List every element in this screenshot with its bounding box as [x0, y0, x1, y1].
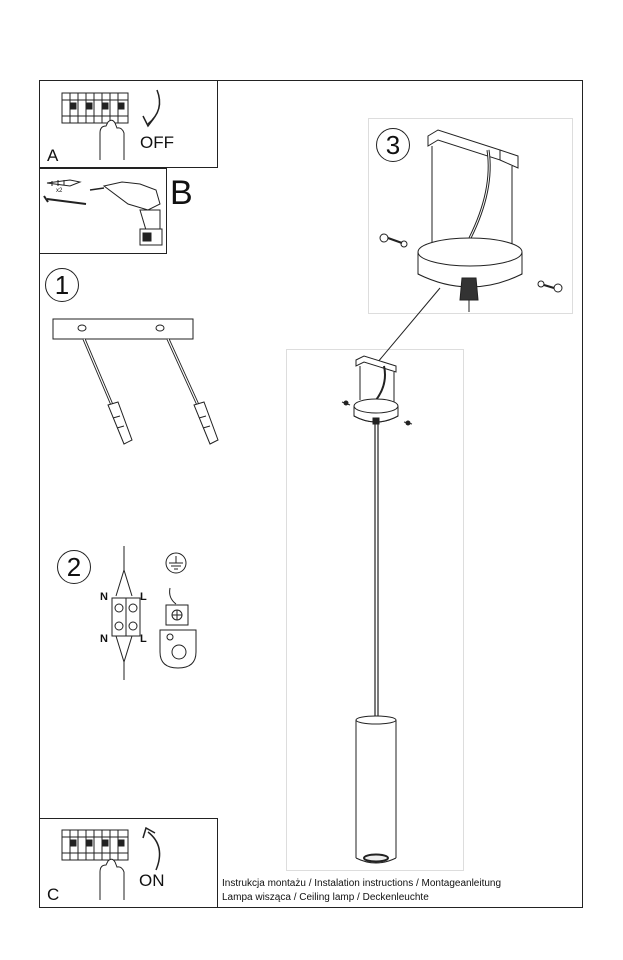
neutral-label-top: N [100, 591, 108, 603]
mounting-bracket-icon [52, 318, 194, 340]
terminal-block-icon [111, 546, 141, 680]
wall-plug-icon [46, 179, 82, 187]
hand-icon-c [99, 858, 125, 900]
canopy-bracket-detail [417, 129, 523, 312]
instructions-caption-line-2: Lampa wisząca / Ceiling lamp / Deckenleu… [222, 892, 429, 903]
canopy-screw-left [379, 233, 408, 248]
hand-icon [99, 119, 125, 160]
lamp-drawing-area [286, 349, 464, 871]
step-b-letter: B [170, 174, 193, 212]
live-label-top: L [140, 591, 147, 603]
drill-icon [89, 181, 163, 246]
screw-and-plug-left [82, 338, 133, 445]
canopy-screw-right [537, 280, 563, 293]
wall-plug-quantity: x2 [56, 188, 63, 194]
instructions-caption-line-1: Instrukcja montażu / Instalation instruc… [222, 878, 502, 889]
bracket-hole-left [77, 324, 87, 332]
fuse-box-icon-c [61, 829, 129, 861]
step-c-on-label: ON [139, 871, 165, 890]
ground-terminal-icon [159, 587, 197, 669]
bracket-hole-right [155, 324, 165, 332]
canopy-small [341, 398, 413, 426]
ground-symbol-icon [165, 552, 187, 574]
step-3-number: 3 [376, 128, 410, 162]
up-arrow-icon [147, 831, 161, 871]
fuse-box-icon [61, 92, 129, 124]
screw-and-plug-right [166, 338, 219, 445]
step-2-number: 2 [57, 550, 91, 584]
suspension-cable [374, 424, 379, 716]
neutral-label-bottom: N [100, 633, 108, 645]
lamp-shade-cylinder [355, 715, 397, 864]
step-1-number: 1 [45, 268, 79, 302]
step-c-letter: C [47, 885, 60, 904]
screw-icon [43, 195, 87, 205]
detail-pointer-line [376, 287, 441, 364]
step-a-letter: A [47, 146, 59, 165]
mount-bracket-small [355, 355, 397, 404]
instruction-sheet-frame [39, 80, 583, 908]
live-label-bottom: L [140, 633, 147, 645]
step-a-off-label: OFF [140, 133, 174, 152]
